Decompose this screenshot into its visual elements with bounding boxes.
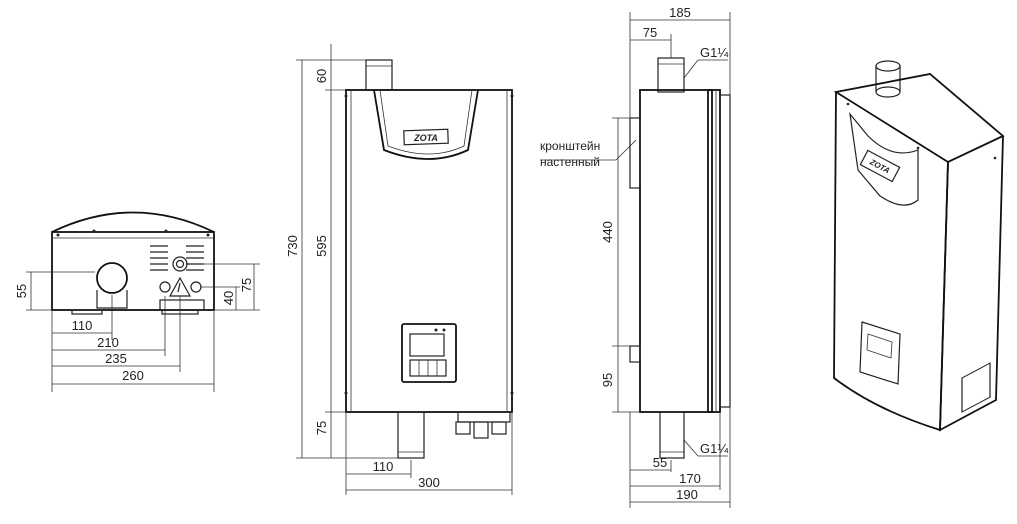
side-view: 185 75 G1¼ кронштейн настенный 440 95 G1… <box>540 5 731 508</box>
front-dim-730: 730 <box>285 235 300 257</box>
iso-brand-logo: ZOTA <box>867 157 891 175</box>
bottom-dim-110: 110 <box>72 318 93 333</box>
front-brand-logo: ZOTA <box>413 133 438 143</box>
bracket-label-line2: настенный <box>540 155 600 169</box>
bottom-dim-75: 75 <box>239 278 254 292</box>
bottom-dim-55: 55 <box>14 284 29 298</box>
front-dim-75: 75 <box>314 421 329 435</box>
side-dim-185: 185 <box>669 5 691 20</box>
bottom-dim-260: 260 <box>122 368 144 383</box>
side-dim-440: 440 <box>600 221 615 243</box>
bottom-dim-210: 210 <box>97 335 119 350</box>
bracket-label-line1: кронштейн <box>540 139 600 153</box>
side-dim-170: 170 <box>679 471 701 486</box>
side-thread-bottom: G1¼ <box>700 441 728 456</box>
front-dim-300: 300 <box>418 475 440 490</box>
side-thread-top: G1¼ <box>700 45 728 60</box>
front-dim-60: 60 <box>314 69 329 83</box>
front-dim-110: 110 <box>373 459 394 474</box>
side-dim-75: 75 <box>643 25 657 40</box>
front-dim-595: 595 <box>314 235 329 257</box>
bottom-view: 55 110 210 235 260 40 75 <box>14 211 260 392</box>
isometric-view: ZOTA <box>833 60 1005 432</box>
side-dim-95: 95 <box>600 373 615 387</box>
side-dim-190: 190 <box>676 487 698 502</box>
front-view: ZOTA <box>285 44 514 495</box>
side-dim-55: 55 <box>653 455 667 470</box>
bottom-dim-235: 235 <box>105 351 127 366</box>
bottom-dim-40: 40 <box>221 291 236 305</box>
